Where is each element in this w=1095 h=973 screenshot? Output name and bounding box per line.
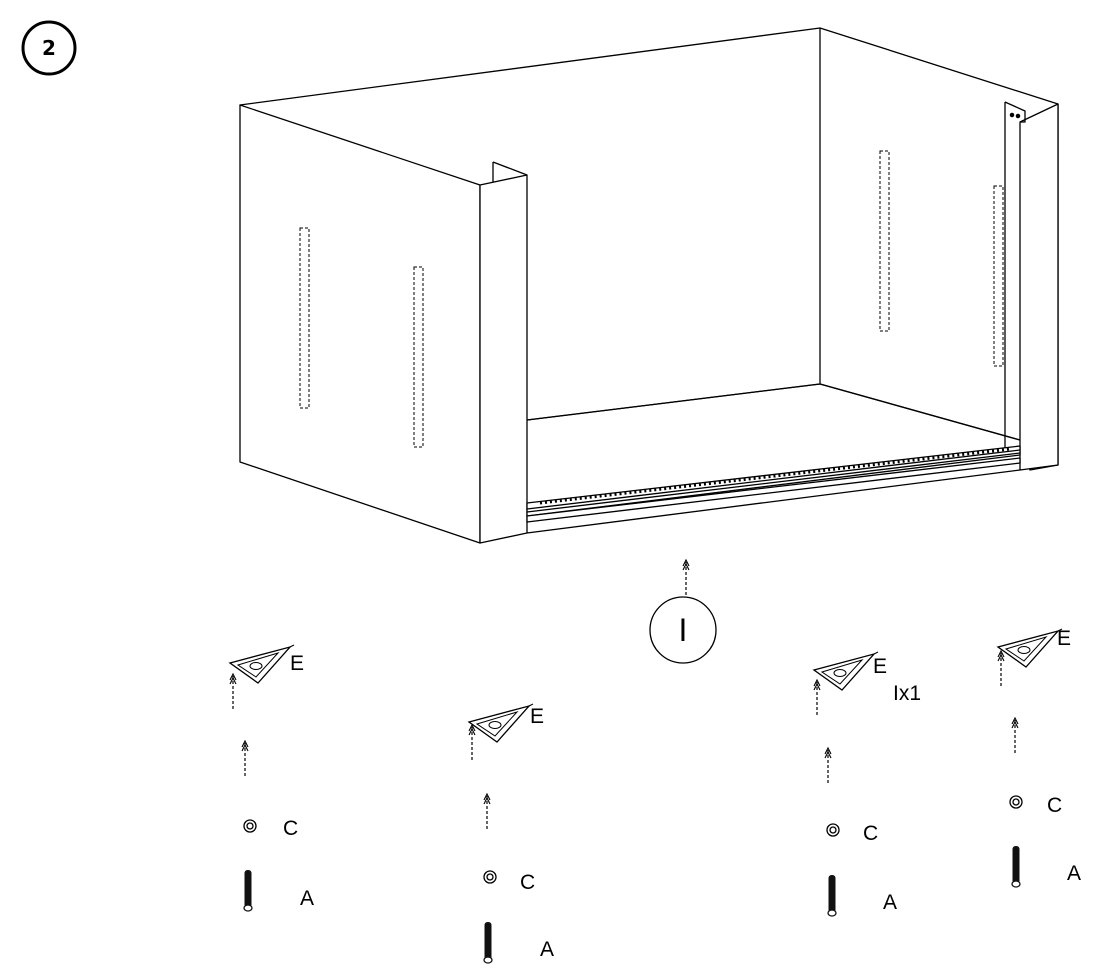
bolt-icon xyxy=(827,874,837,917)
bolt-label: A xyxy=(300,887,314,910)
washer-label: C xyxy=(863,822,878,845)
bolt-label: A xyxy=(540,938,554,961)
hardware-set-2: E C A xyxy=(468,703,554,964)
bracket-label: E xyxy=(530,705,544,728)
right-front-post xyxy=(1019,103,1059,471)
washer-label: C xyxy=(1047,794,1062,817)
bracket-label: E xyxy=(290,652,304,675)
hardware-set-4: E C A xyxy=(997,627,1081,888)
slot-outlines xyxy=(299,150,1004,448)
step-circle xyxy=(21,20,77,76)
rail-teeth xyxy=(539,447,1011,505)
bracket-label: E xyxy=(873,655,887,678)
bolt-icon xyxy=(1011,845,1021,888)
callout-part: I xyxy=(679,612,688,648)
bolt-label: A xyxy=(1067,862,1081,885)
washer-label: C xyxy=(520,871,535,894)
washer-icon xyxy=(1009,795,1023,809)
bracket-icon xyxy=(997,628,1063,668)
part-callout: I xyxy=(649,559,717,664)
cabinet xyxy=(239,27,1059,544)
washer-label: C xyxy=(283,817,298,840)
bracket-icon xyxy=(813,651,879,691)
bolt-icon xyxy=(243,869,253,912)
slot-back-2 xyxy=(993,185,1004,367)
bracket-icon xyxy=(468,703,534,743)
bottom-rail xyxy=(526,445,1021,517)
slot-back-1 xyxy=(879,150,890,332)
washer-icon xyxy=(243,819,257,833)
slot-left-1 xyxy=(299,227,310,409)
washer-icon xyxy=(483,870,497,884)
callout-circle xyxy=(649,596,717,664)
step-number: 2 xyxy=(42,36,56,60)
bracket-icon xyxy=(229,644,295,684)
left-front-post xyxy=(479,174,528,544)
step-badge: 2 xyxy=(21,20,77,76)
slot-left-2 xyxy=(413,266,424,448)
washer-icon xyxy=(826,823,840,837)
quantity-label: Ix1 xyxy=(893,682,921,705)
hardware-set-3: E Ix1 C A xyxy=(813,651,921,917)
bracket-label: E xyxy=(1057,627,1071,650)
bolt-icon xyxy=(483,921,493,964)
hardware-set-1: E C A xyxy=(229,644,314,912)
bolt-label: A xyxy=(883,891,897,914)
